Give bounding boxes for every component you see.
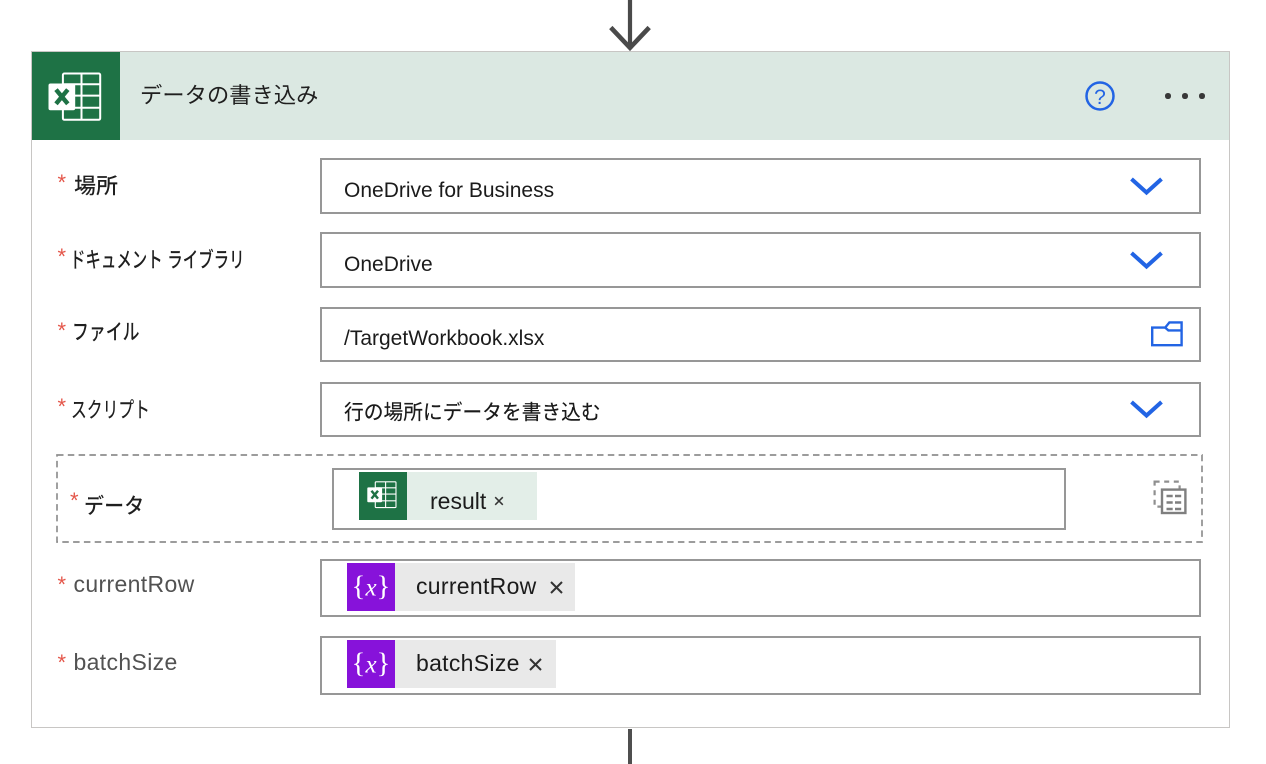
svg-text:{x}: {x} <box>352 571 391 603</box>
svg-text:{x}: {x} <box>352 648 391 680</box>
svg-text:?: ? <box>1094 86 1106 109</box>
